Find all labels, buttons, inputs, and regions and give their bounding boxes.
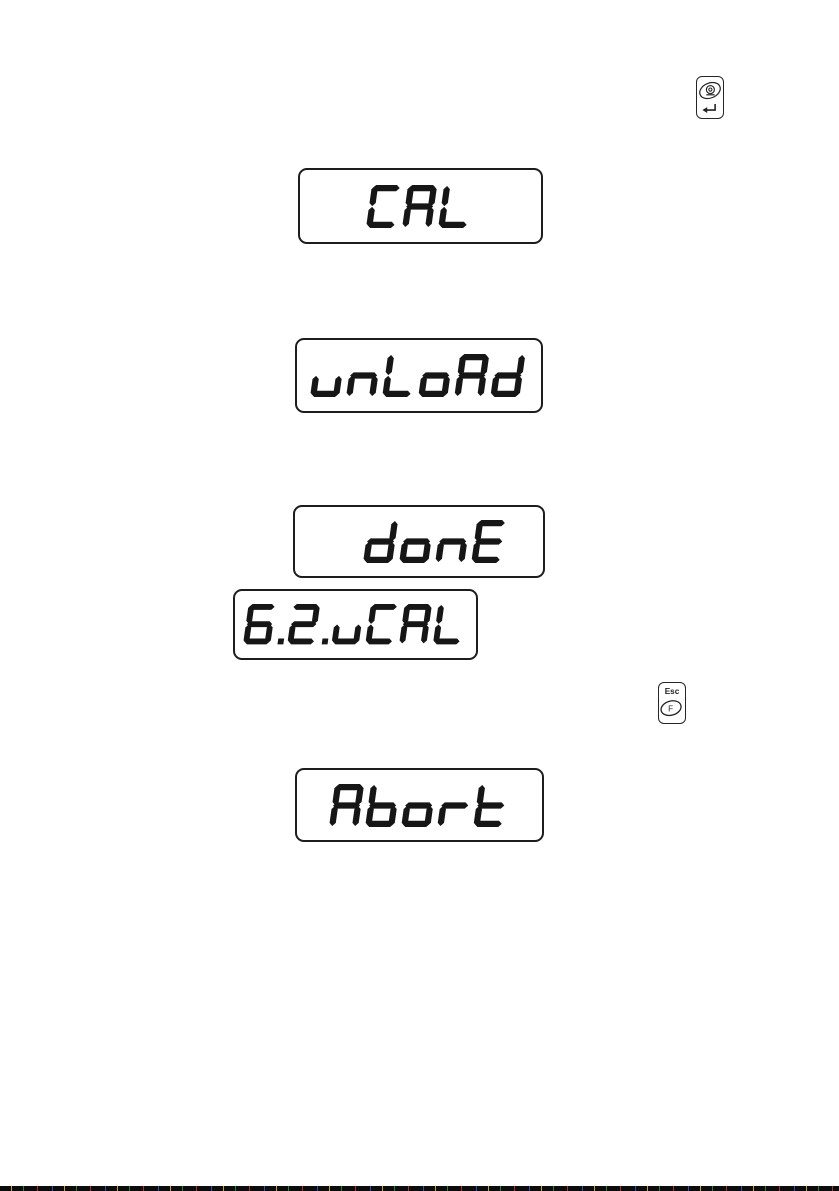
esc-function-key: Esc F [658, 682, 686, 724]
lcd-display-done [293, 505, 545, 578]
seven-segment-text [329, 783, 504, 827]
seven-segment-text [310, 354, 526, 397]
f-label: F [668, 704, 673, 713]
esc-label: Esc [665, 687, 680, 696]
seven-segment-text [243, 604, 460, 645]
enter-arrow-icon [702, 104, 716, 114]
print-roll-icon [699, 81, 721, 100]
lcd-display-ucal [233, 589, 478, 660]
page-bottom-scan-edge [0, 1186, 839, 1191]
lcd-display-abort [295, 768, 544, 842]
print-enter-key [696, 76, 724, 119]
f-oval-icon [660, 700, 682, 717]
seven-segment-text [363, 520, 506, 563]
lcd-display-unload [295, 338, 543, 413]
lcd-display-cal [298, 168, 543, 244]
seven-segment-text [366, 184, 467, 228]
